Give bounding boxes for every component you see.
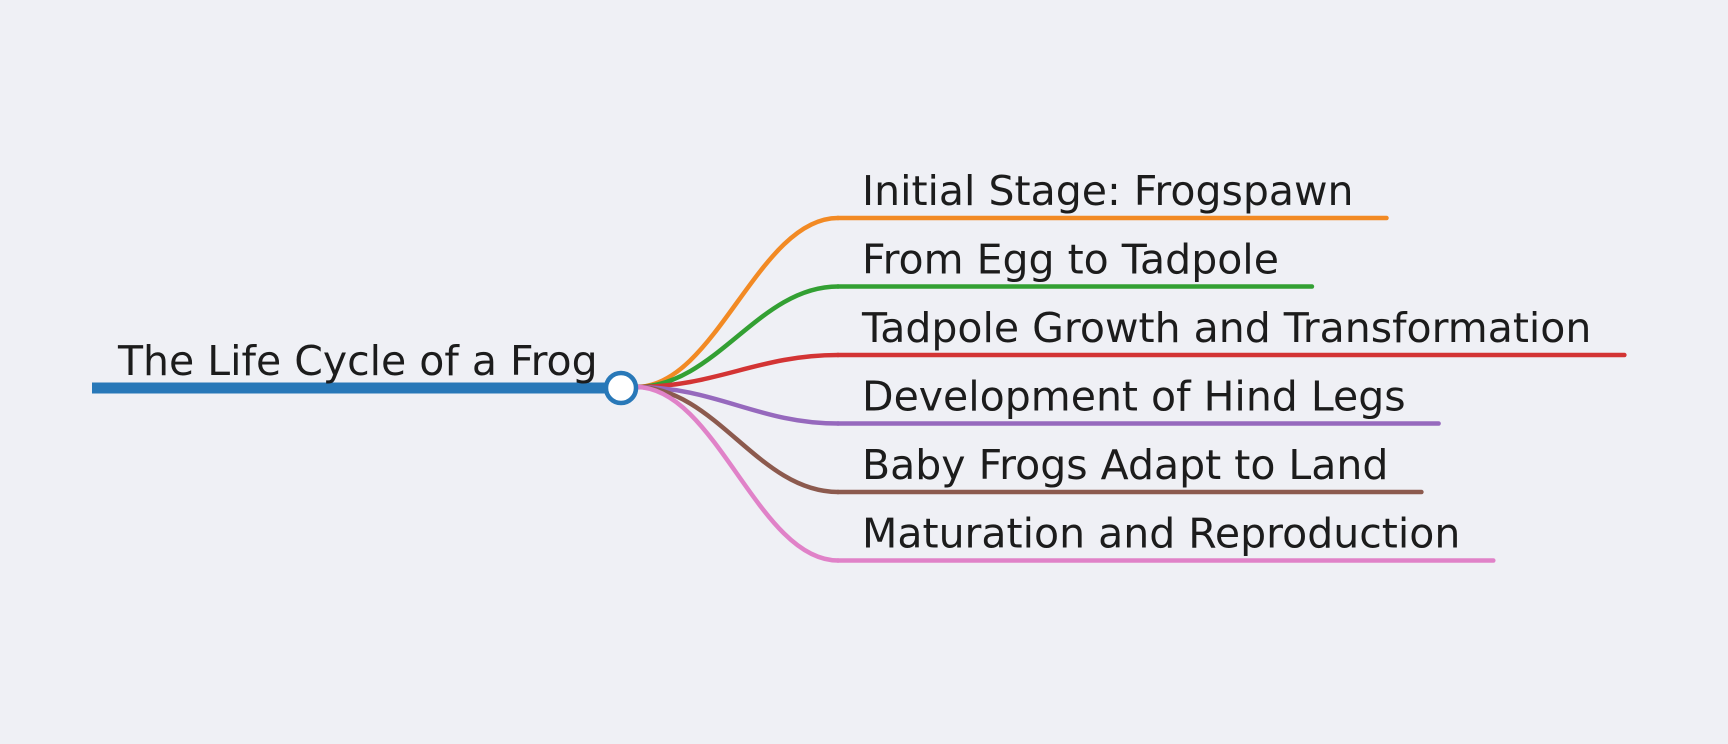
branch-3-connector xyxy=(633,352,841,390)
root-node-circle[interactable] xyxy=(603,370,639,406)
branch-4[interactable]: Development of Hind Legs xyxy=(633,373,1441,426)
branch-6-connector xyxy=(633,384,841,563)
branch-3[interactable]: Tadpole Growth and Transformation xyxy=(633,304,1627,390)
branch-5-label: Baby Frogs Adapt to Land xyxy=(862,441,1388,489)
branch-5[interactable]: Baby Frogs Adapt to Land xyxy=(633,384,1424,495)
branch-1[interactable]: Initial Stage: Frogspawn xyxy=(633,167,1389,390)
branch-2[interactable]: From Egg to Tadpole xyxy=(633,236,1315,390)
branch-3-label: Tadpole Growth and Transformation xyxy=(861,304,1591,352)
branch-1-connector xyxy=(633,215,841,390)
branch-6[interactable]: Maturation and Reproduction xyxy=(633,384,1496,563)
branch-6-label: Maturation and Reproduction xyxy=(862,510,1460,558)
root-label: The Life Cycle of a Frog xyxy=(117,337,598,385)
root-node[interactable]: The Life Cycle of a Frog xyxy=(92,337,639,406)
branch-2-label: From Egg to Tadpole xyxy=(862,236,1279,284)
branch-2-connector xyxy=(633,284,841,390)
branch-4-connector xyxy=(633,384,841,426)
branch-4-label: Development of Hind Legs xyxy=(862,373,1406,421)
branch-5-connector xyxy=(633,384,841,495)
branch-1-label: Initial Stage: Frogspawn xyxy=(862,167,1354,215)
